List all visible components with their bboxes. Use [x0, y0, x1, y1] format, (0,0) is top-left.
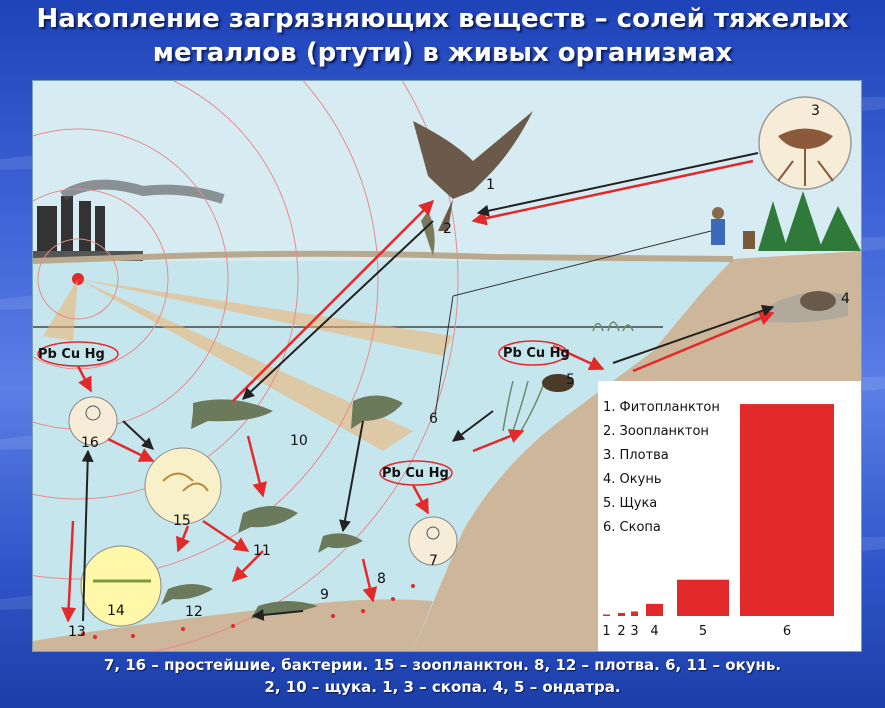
legend-entry-5: 5. Щука — [603, 496, 657, 511]
tick-label-3: 3 — [630, 624, 638, 639]
slide-title: Накопление загрязняющих веществ – солей … — [0, 2, 885, 70]
osprey-bird — [413, 111, 533, 231]
title-line-2: металлов (ртути) в живых организмах — [152, 38, 733, 68]
bar-3 — [631, 611, 638, 616]
red-arrows — [61, 159, 775, 623]
black-arrows — [81, 152, 775, 622]
caption: 7, 16 – простейшие, бактерии. 15 – зоопл… — [0, 654, 885, 698]
legend-entry-4: 4. Окунь — [603, 472, 661, 487]
number-1: 1 — [486, 177, 495, 193]
tick-label-4: 4 — [650, 624, 658, 639]
far-shore — [33, 250, 734, 264]
bar-4 — [646, 603, 663, 616]
tick-label-2: 2 — [617, 624, 625, 639]
number-9: 9 — [320, 587, 329, 603]
legend-entry-1: 1. Фитопланктон — [603, 400, 720, 415]
bar-1 — [603, 614, 610, 616]
number-7: 7 — [429, 553, 438, 569]
bar-5 — [677, 579, 729, 616]
muskrat-shore — [753, 291, 848, 323]
food-chain-illustration: Pb Cu Hg Pb Cu Hg Pb Cu Hg 1 2 3 4 5 6 7… — [32, 80, 862, 652]
tick-label-6: 6 — [783, 624, 791, 639]
pollutant-label-3: Pb Cu Hg — [503, 346, 570, 361]
seabed-bacteria — [81, 584, 415, 639]
pollutant-label-2: Pb Cu Hg — [382, 466, 449, 481]
number-14: 14 — [107, 603, 125, 619]
organism-circle-15 — [144, 447, 222, 525]
caption-line-1: 7, 16 – простейшие, бактерии. 15 – зоопл… — [103, 656, 782, 674]
fish-roach-12 — [161, 584, 213, 605]
muskrat-swimming — [542, 374, 574, 392]
fish-group — [161, 395, 403, 619]
number-12: 12 — [185, 604, 203, 620]
pollution-ray-1 — [78, 279, 453, 356]
caption-line-2: 2, 10 – щука. 1, 3 – скопа. 4, 5 – ондат… — [264, 678, 621, 696]
legend-entry-6: 6. Скопа — [603, 520, 661, 535]
legend-entry-3: 3. Плотва — [603, 448, 669, 463]
legend-entry-2: 2. Зоопланктон — [603, 424, 709, 439]
bar-6 — [740, 404, 834, 616]
number-15: 15 — [173, 513, 191, 529]
organism-circle-7 — [408, 516, 458, 566]
number-5: 5 — [566, 372, 575, 388]
number-10: 10 — [290, 433, 308, 449]
bar-2 — [618, 612, 625, 616]
number-3: 3 — [811, 103, 820, 119]
organism-circle-14 — [80, 545, 162, 627]
number-13: 13 — [68, 624, 86, 640]
number-2: 2 — [443, 221, 452, 237]
tick-label-1: 1 — [602, 624, 610, 639]
fish-roach-8 — [318, 533, 363, 553]
illustration-svg: Pb Cu Hg Pb Cu Hg Pb Cu Hg 1 2 3 4 5 6 7… — [33, 81, 861, 651]
number-8: 8 — [377, 571, 386, 587]
pollution-waves — [33, 81, 459, 651]
pollutant-label-1: Pb Cu Hg — [38, 347, 105, 362]
pollution-ray-3 — [43, 279, 78, 341]
organism-circle-16 — [68, 396, 118, 446]
fish-perch-11 — [238, 506, 298, 533]
number-6: 6 — [429, 411, 438, 427]
diagram-numbers: 1 2 3 4 5 6 7 8 9 10 11 12 13 14 15 16 — [68, 103, 850, 640]
fish-pike-10 — [191, 399, 273, 429]
pollution-ray-2 — [78, 279, 413, 451]
fish-perch-6 — [351, 395, 403, 429]
nest-circle — [758, 96, 852, 190]
fisherman — [434, 207, 755, 417]
tick-label-5: 5 — [699, 624, 707, 639]
water-plants — [502, 321, 634, 432]
number-16: 16 — [81, 435, 99, 451]
title-line-1: Накопление загрязняющих веществ – солей … — [36, 4, 849, 34]
number-11: 11 — [253, 543, 271, 559]
trees — [758, 191, 861, 251]
number-4: 4 — [841, 291, 850, 307]
